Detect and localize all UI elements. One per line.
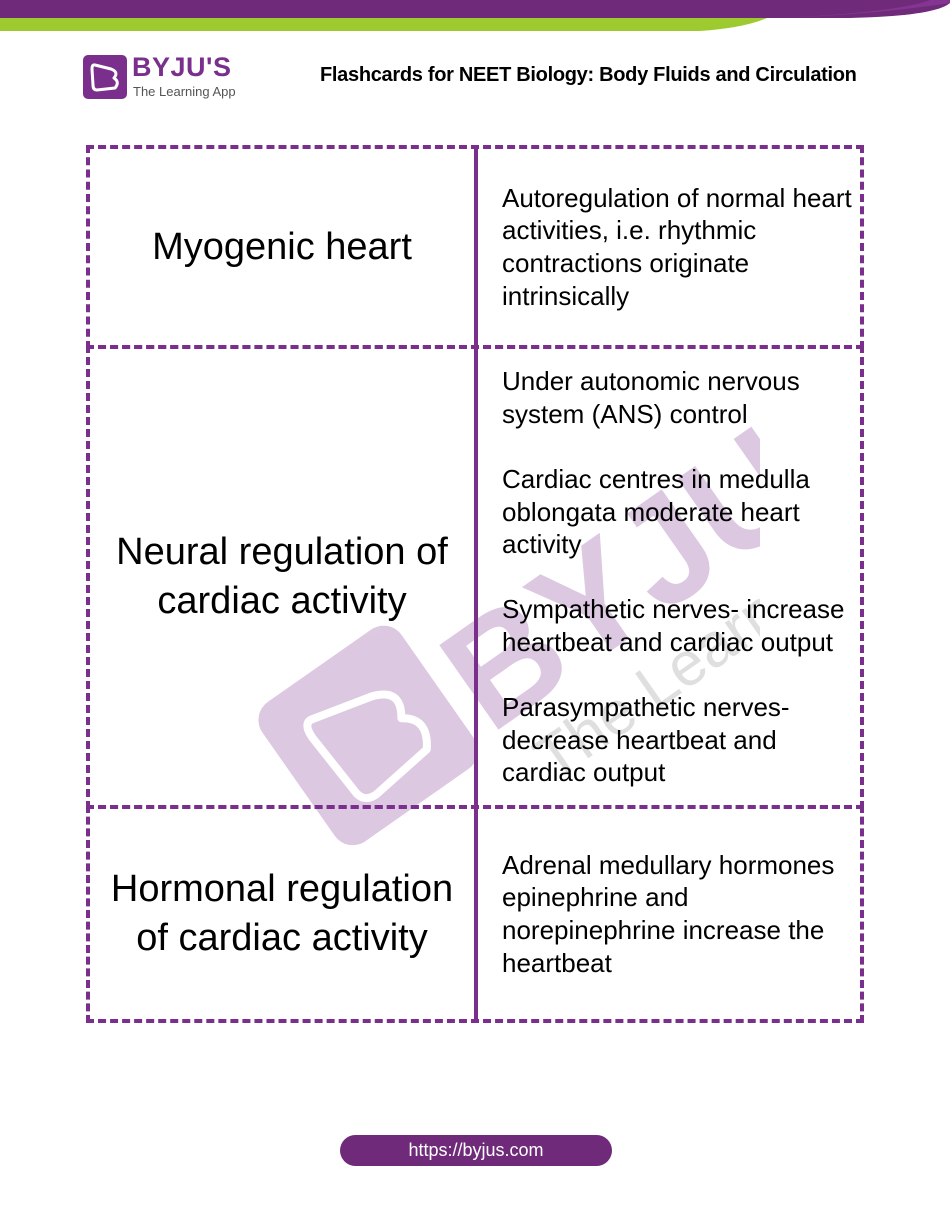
card-definition: Adrenal medullary hormones epinephrine a…: [502, 805, 852, 1023]
flashcard-hormonal-regulation: Hormonal regulation of cardiac activity …: [86, 805, 864, 1023]
flashcard-table: Myogenic heart Autoregulation of normal …: [86, 145, 864, 1023]
definition-line: Parasympathetic nerves- decrease heartbe…: [502, 692, 790, 788]
card-divider: [474, 345, 478, 809]
card-term: Neural regulation of cardiac activity: [116, 531, 448, 622]
definition-line: Under autonomic nervous system (ANS) con…: [502, 366, 800, 429]
definition-line: Adrenal medullary hormones epinephrine a…: [502, 849, 835, 978]
flashcard-myogenic-heart: Myogenic heart Autoregulation of normal …: [86, 145, 864, 349]
card-definition: Under autonomic nervous system (ANS) con…: [502, 345, 852, 809]
page-title: Flashcards for NEET Biology: Body Fluids…: [320, 64, 857, 86]
brand-name: BYJU'S: [132, 52, 232, 82]
brand-tagline: The Learning App: [133, 84, 236, 99]
definition-line: Cardiac centres in medulla oblongata mod…: [502, 463, 810, 560]
byjus-logo: BYJU'S The Learning App: [83, 52, 248, 102]
card-term: Hormonal regulation of cardiac activity: [110, 868, 454, 959]
definition-line: Sympathetic nerves- increase heartbeat a…: [502, 594, 845, 657]
card-divider: [474, 145, 478, 349]
byjus-b-icon: [83, 55, 127, 99]
card-definition: Autoregulation of normal heart activitie…: [502, 145, 852, 349]
footer-url-link[interactable]: https://byjus.com: [340, 1135, 612, 1166]
definition-line: Autoregulation of normal heart activitie…: [502, 182, 852, 311]
card-divider: [474, 805, 478, 1023]
card-term: Myogenic heart: [152, 225, 412, 268]
flashcard-neural-regulation: Neural regulation of cardiac activity Un…: [86, 345, 864, 809]
header-band: [0, 0, 950, 31]
